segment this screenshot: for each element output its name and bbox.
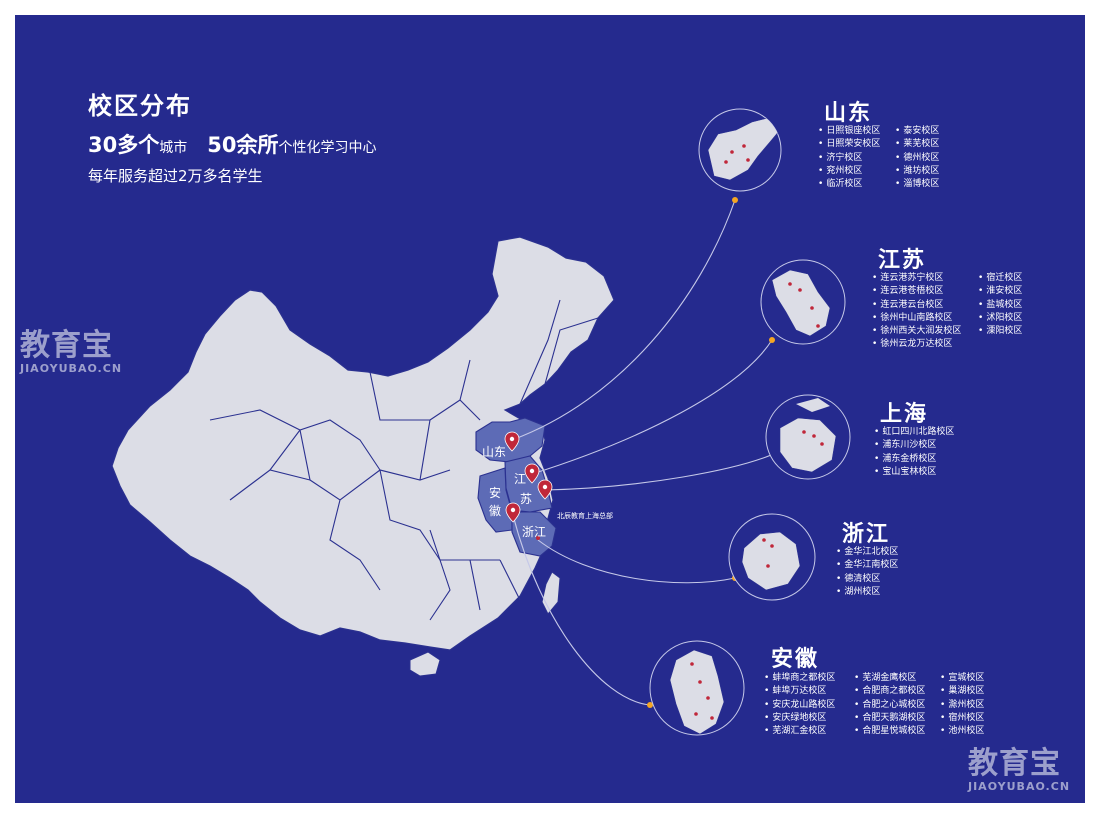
watermark-right: 教育宝 JIAOYUBAO.CN [968, 746, 1071, 794]
map-label-anhui-2: 徽 [489, 504, 502, 518]
watermark-sub: JIAOYUBAO.CN [20, 362, 123, 375]
list-item: 芜湖汇金校区 [764, 725, 835, 738]
zoom-circle-jiangsu [760, 259, 846, 345]
list-item: 宣城校区 [940, 672, 984, 685]
list-item: 合肥星悦城校区 [854, 725, 925, 738]
region-name-anhui: 安徽 [771, 647, 820, 672]
page-title: 校区分布 [88, 92, 192, 120]
list-item: 芜湖金鹰校区 [854, 672, 925, 685]
list-item: 莱芜校区 [895, 138, 939, 151]
zoom-circle-shanghai [765, 394, 851, 480]
list-item: 连云港苍梧校区 [872, 285, 961, 298]
list-item: 蚌埠商之都校区 [764, 672, 835, 685]
campus-list-anhui-2: 芜湖金鹰校区 合肥商之都校区 合肥之心城校区 合肥天鹅湖校区 合肥星悦城校区 [854, 672, 925, 738]
campus-list-jiangsu-1: 连云港苏宁校区 连云港苍梧校区 连云港云台校区 徐州中山南路校区 徐州西关大润发… [872, 272, 961, 352]
list-item: 淮安校区 [978, 285, 1022, 298]
province-borders [209, 299, 599, 621]
list-item: 淄博校区 [895, 178, 939, 191]
list-item: 沭阳校区 [978, 312, 1022, 325]
list-item: 徐州西关大润发校区 [872, 325, 961, 338]
list-item: 浦东金桥校区 [874, 453, 954, 466]
region-name-shandong: 山东 [824, 101, 873, 126]
stat-city-number: 30多个 [88, 133, 160, 157]
taiwan-island [541, 571, 561, 615]
connection-lines [511, 199, 779, 706]
list-item: 金华江北校区 [836, 546, 898, 559]
list-item: 巢湖校区 [940, 685, 984, 698]
list-item: 连云港苏宁校区 [872, 272, 961, 285]
campus-list-shandong-2: 泰安校区 莱芜校区 德州校区 潍坊校区 淄博校区 [895, 125, 939, 191]
watermark-text: 教育宝 [968, 746, 1061, 781]
zoom-circle-shandong [698, 108, 782, 192]
campus-list-anhui-1: 蚌埠商之都校区 蚌埠万达校区 安庆龙山路校区 安庆绿地校区 芜湖汇金校区 [764, 672, 835, 738]
map-label-jiangsu-2: 苏 [520, 492, 533, 506]
campus-list-anhui-3: 宣城校区 巢湖校区 滁州校区 宿州校区 池州校区 [940, 672, 984, 738]
heading-block: 校区分布 30多个城市 50余所个性化学习中心 每年服务超过2万多名学生 [88, 86, 376, 186]
list-item: 浦东川沙校区 [874, 439, 954, 452]
list-item: 济宁校区 [818, 152, 880, 165]
watermark-text: 教育宝 [20, 328, 113, 363]
list-item: 日照荣安校区 [818, 138, 880, 151]
connection-dots [647, 197, 781, 708]
list-item: 徐州云龙万达校区 [872, 338, 961, 351]
list-item: 宝山宝林校区 [874, 466, 954, 479]
china-mainland [111, 236, 615, 651]
zoom-circle-anhui [649, 640, 745, 736]
list-item: 泰安校区 [895, 125, 939, 138]
list-item: 蚌埠万达校区 [764, 685, 835, 698]
hq-label: 北辰教育上海总部 [557, 512, 613, 520]
list-item: 安庆绿地校区 [764, 712, 835, 725]
region-name-jiangsu: 江苏 [878, 248, 927, 273]
stat-city-unit: 城市 [159, 140, 188, 156]
map-label-zhejiang: 浙江 [522, 525, 547, 539]
map-label-jiangsu-1: 江 [514, 472, 527, 486]
list-item: 安庆龙山路校区 [764, 699, 835, 712]
map-label-shandong: 山东 [482, 445, 507, 459]
list-item: 潍坊校区 [895, 165, 939, 178]
zoom-circle-zhejiang [728, 513, 816, 601]
list-item: 池州校区 [940, 725, 984, 738]
campus-list-jiangsu-2: 宿迁校区 淮安校区 盐城校区 沭阳校区 溧阳校区 [978, 272, 1022, 338]
list-item: 滁州校区 [940, 699, 984, 712]
campus-list-shanghai: 虹口四川北路校区 浦东川沙校区 浦东金桥校区 宝山宝林校区 [874, 426, 954, 479]
service-description: 每年服务超过2万多名学生 [88, 167, 263, 185]
stat-center-unit: 个性化学习中心 [278, 140, 377, 156]
list-item: 日照银座校区 [818, 125, 880, 138]
list-item: 虹口四川北路校区 [874, 426, 954, 439]
list-item: 宿州校区 [940, 712, 984, 725]
map-label-anhui-1: 安 [489, 486, 502, 500]
list-item: 湖州校区 [836, 586, 898, 599]
list-item: 德州校区 [895, 152, 939, 165]
list-item: 德清校区 [836, 573, 898, 586]
watermark-left: 教育宝 JIAOYUBAO.CN [20, 328, 123, 376]
map-pin-icon [536, 536, 540, 540]
region-name-zhejiang: 浙江 [842, 522, 891, 547]
list-item: 宿迁校区 [978, 272, 1022, 285]
map-pin-icon [504, 431, 553, 523]
campus-list-shandong-1: 日照银座校区 日照荣安校区 济宁校区 兖州校区 临沂校区 [818, 125, 880, 191]
region-name-shanghai: 上海 [880, 402, 929, 427]
stat-center-number: 50余所 [207, 133, 279, 157]
list-item: 合肥天鹅湖校区 [854, 712, 925, 725]
campus-list-zhejiang: 金华江北校区 金华江南校区 德清校区 湖州校区 [836, 546, 898, 599]
list-item: 连云港云台校区 [872, 299, 961, 312]
list-item: 盐城校区 [978, 299, 1022, 312]
watermark-sub: JIAOYUBAO.CN [968, 780, 1071, 793]
stats-line: 30多个城市 50余所个性化学习中心 [88, 129, 376, 159]
hainan-island [409, 651, 441, 677]
list-item: 临沂校区 [818, 178, 880, 191]
list-item: 合肥之心城校区 [854, 699, 925, 712]
list-item: 兖州校区 [818, 165, 880, 178]
list-item: 合肥商之都校区 [854, 685, 925, 698]
list-item: 徐州中山南路校区 [872, 312, 961, 325]
list-item: 金华江南校区 [836, 559, 898, 572]
list-item: 溧阳校区 [978, 325, 1022, 338]
